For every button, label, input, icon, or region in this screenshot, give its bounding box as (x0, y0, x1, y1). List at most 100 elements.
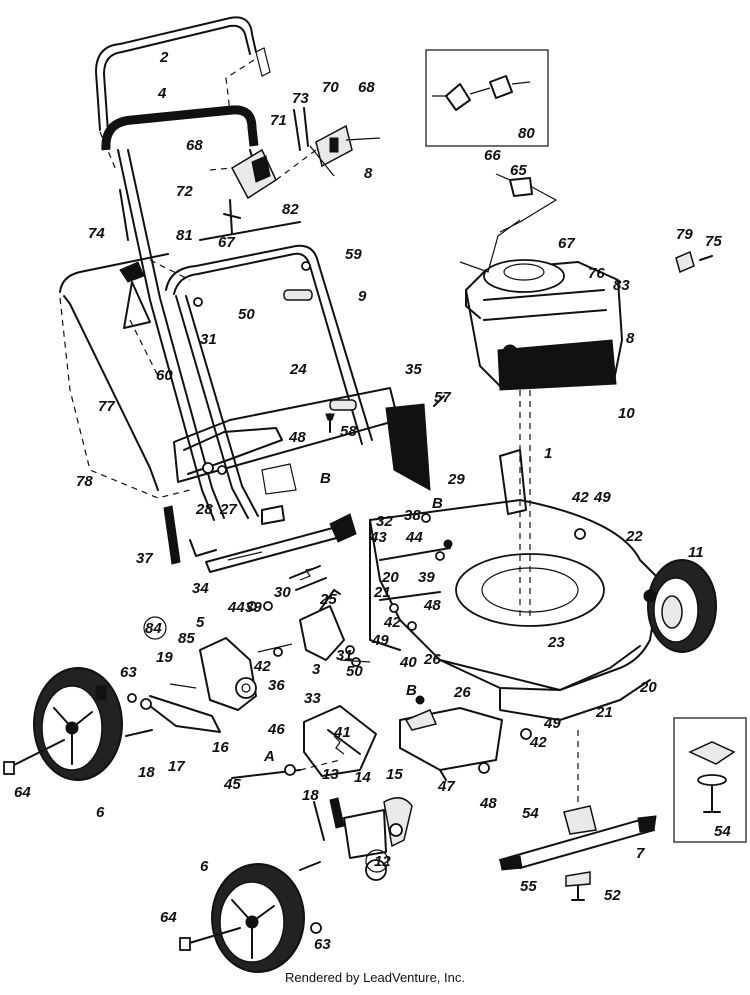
part-label-50b: 50 (346, 663, 363, 680)
front-wheel-bracket (231, 705, 377, 779)
part-label-35: 35 (405, 361, 422, 378)
part-label-A: A (263, 748, 275, 765)
part-label-29: 29 (447, 471, 465, 488)
part-label-45: 45 (223, 776, 241, 793)
part-label-47: 47 (437, 778, 455, 795)
part-label-64b: 64 (160, 909, 177, 926)
part-label-54a: 54 (522, 805, 539, 822)
part-label-36: 36 (268, 677, 285, 694)
lower-handle (117, 149, 373, 521)
hardware (125, 261, 586, 871)
inset-54 (673, 717, 747, 843)
front-left-wheel (3, 667, 137, 781)
part-label-20a: 20 (381, 569, 399, 586)
part-label-49a: 49 (593, 489, 611, 506)
front-right-wheel (179, 863, 322, 973)
part-label-68b: 68 (186, 137, 203, 154)
part-label-57: 57 (434, 389, 451, 406)
part-label-8b: 8 (626, 330, 635, 347)
part-label-81: 81 (176, 227, 193, 244)
part-label-42d: 42 (529, 734, 547, 751)
throttle-cable (495, 173, 713, 274)
rear-height-adjuster (163, 505, 357, 591)
part-label-1: 1 (544, 445, 552, 462)
side-bracket (399, 695, 503, 781)
part-label-82: 82 (282, 201, 299, 218)
part-label-48c: 48 (479, 795, 497, 812)
part-label-6b: 6 (200, 858, 209, 875)
part-label-73: 73 (292, 90, 309, 107)
part-label-79: 79 (676, 226, 693, 243)
rear-right-wheel (643, 559, 717, 653)
part-label-48b: 48 (423, 597, 441, 614)
part-label-39a: 39 (418, 569, 435, 586)
part-label-23: 23 (547, 634, 565, 651)
engine (459, 219, 623, 620)
part-label-77: 77 (98, 398, 115, 415)
part-label-10: 10 (618, 405, 635, 422)
part-label-46: 46 (267, 721, 285, 738)
part-label-9: 9 (358, 288, 367, 305)
part-label-49c: 49 (543, 715, 561, 732)
part-label-B3: B (406, 682, 417, 699)
part-label-33: 33 (304, 690, 321, 707)
upper-handle (95, 16, 271, 171)
mower-deck (369, 449, 661, 721)
part-label-59: 59 (345, 246, 362, 263)
part-label-42b: 42 (383, 614, 401, 631)
callout-ring-12 (365, 849, 389, 873)
part-label-16: 16 (212, 739, 229, 756)
part-label-12: 12 (374, 853, 391, 870)
part-label-83: 83 (613, 277, 630, 294)
front-height-adjuster (313, 797, 413, 881)
part-label-34: 34 (192, 580, 209, 597)
part-label-42a: 42 (571, 489, 589, 506)
part-label-76: 76 (588, 265, 605, 282)
part-label-31b: 31 (336, 647, 353, 664)
part-label-22: 22 (625, 528, 643, 545)
part-label-B2: B (432, 495, 443, 512)
part-label-19: 19 (156, 649, 173, 666)
part-label-71: 71 (270, 112, 287, 129)
part-label-52: 52 (604, 887, 621, 904)
part-label-3: 3 (312, 661, 321, 678)
part-label-27: 27 (219, 501, 237, 518)
part-label-67b: 67 (558, 235, 575, 252)
part-label-40: 40 (399, 654, 417, 671)
callout-ring-84 (143, 616, 167, 640)
part-label-54b: 54 (714, 823, 731, 840)
part-label-21b: 21 (595, 704, 613, 721)
part-label-60: 60 (156, 367, 173, 384)
part-label-37: 37 (136, 550, 153, 567)
part-label-64a: 64 (14, 784, 31, 801)
part-label-67a: 67 (218, 234, 235, 251)
part-label-26b: 26 (453, 684, 471, 701)
part-label-28: 28 (195, 501, 213, 518)
part-label-5: 5 (196, 614, 205, 631)
part-label-26a: 26 (423, 651, 441, 668)
part-label-66: 66 (484, 147, 501, 164)
part-label-4: 4 (157, 85, 167, 102)
part-label-B1: B (320, 470, 331, 487)
part-label-75: 75 (705, 233, 722, 250)
part-label-85: 85 (178, 630, 195, 647)
part-label-49b: 49 (371, 632, 389, 649)
part-label-84: 84 (145, 620, 162, 637)
part-label-55: 55 (520, 878, 537, 895)
part-label-63b: 63 (314, 936, 331, 953)
part-label-42c: 42 (253, 658, 271, 675)
part-label-17: 17 (168, 758, 185, 775)
part-label-32: 32 (376, 513, 393, 530)
part-label-24: 24 (289, 361, 307, 378)
part-label-7: 7 (636, 845, 645, 862)
part-label-78: 78 (76, 473, 93, 490)
part-label-43: 43 (369, 529, 387, 546)
part-label-44b: 44 (227, 599, 245, 616)
footer-credit: Rendered by LeadVenture, Inc. (285, 970, 465, 985)
grass-catcher (59, 253, 191, 499)
front-left-bracket (140, 637, 293, 733)
handle-grip (101, 105, 259, 241)
throttle-control (209, 107, 381, 235)
